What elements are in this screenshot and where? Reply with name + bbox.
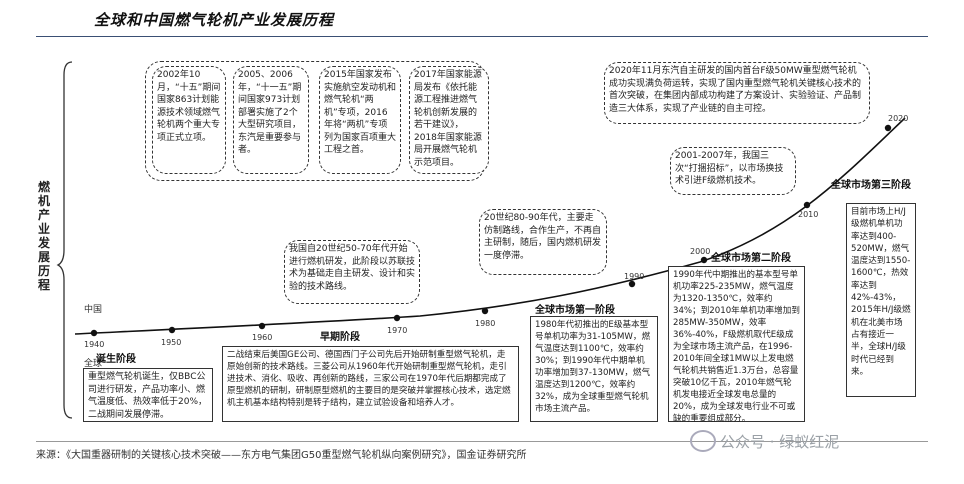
left-brace	[56, 61, 73, 419]
year-label-1950: 1950	[161, 338, 182, 347]
global-box-1990: 1990年代中期推出的基本型号单机功率225-235MW，燃气温度为1320-1…	[668, 266, 805, 424]
year-dot-1990	[628, 280, 636, 288]
watermark: 公众号 · 绿蚁红泥	[690, 430, 839, 452]
watermark-text: 公众号 · 绿蚁红泥	[720, 432, 840, 451]
global-box-early: 二战结束后美国GE公司、德国西门子公司先后开始研制重型燃气轮机，走原始创新的技术…	[222, 346, 519, 422]
china-box-2002: 2002年10月，“十五”期间国家863计划能源技术领域燃气轮机两个重大专项正式…	[152, 66, 226, 174]
stage-global-2: 全球市场第二阶段	[711, 253, 791, 264]
china-box-2017: 2017年国家能源局发布《依托能源工程推进燃气轮机创新发展的若干建议》，2018…	[409, 66, 489, 174]
china-box-5070: 我国自20世纪50-70年代开始进行燃机研发，此阶段以苏联技术为基础走自主研发、…	[284, 240, 420, 304]
china-box-2020: 2020年11月东汽自主研发的国内首台F级50MW重型燃气轮机成功实现满负荷运转…	[604, 62, 870, 124]
china-box-8090: 20世纪80-90年代，主要走仿制路线，合作生产，不再自主研制，随后，国内燃机研…	[479, 209, 607, 275]
year-label-1940: 1940	[84, 340, 105, 349]
year-label-1990: 1990	[624, 272, 645, 281]
year-dot-1980	[481, 307, 489, 315]
year-label-1970: 1970	[387, 326, 408, 335]
year-label-1960: 1960	[252, 333, 273, 342]
year-label-1980: 1980	[475, 319, 496, 328]
row-label-china: 中国	[84, 305, 103, 315]
footer-rule	[36, 441, 928, 442]
vertical-axis-label: 燃机产业发展历程	[38, 180, 51, 292]
year-dot-1960	[258, 322, 266, 330]
year-label-2010: 2010	[798, 210, 819, 219]
wechat-icon	[690, 430, 716, 452]
stage-early: 早期阶段	[320, 332, 360, 343]
stage-global-3: 全球市场第三阶段	[831, 180, 911, 191]
stage-birth: 诞生阶段	[96, 354, 136, 365]
year-dot-2020	[884, 124, 892, 132]
header-rule	[36, 36, 928, 37]
china-box-2005: 2005、2006年，“十一五”期间国家973计划部署实施了2个大型研究项目，东…	[233, 66, 309, 174]
global-box-birth: 重型燃气轮机诞生，仅BBC公司进行研发，产品功率小、燃气温度低、热效率低于20%…	[83, 368, 213, 422]
year-dot-1950	[168, 326, 176, 334]
stage-global-1: 全球市场第一阶段	[535, 305, 615, 316]
year-dot-2010	[803, 201, 811, 209]
year-dot-1940	[90, 329, 98, 337]
china-box-2001: 2001-2007年，我国三次“打捆招标”，以市场换技术引进F级燃机技术。	[670, 147, 796, 195]
year-dot-1970	[393, 314, 401, 322]
page-title: 全球和中国燃气轮机产业发展历程	[94, 11, 335, 29]
source-note: 来源：《大国重器研制的关键核心技术突破——东方电气集团G50重型燃气轮机纵向案例…	[36, 450, 527, 461]
china-box-2015: 2015年国家发布实施航空发动机和燃气轮机“两机”专项，2016年将“两机”专项…	[319, 66, 401, 174]
year-label-2020: 2020	[888, 114, 909, 123]
row-label-global: 全球	[84, 359, 103, 369]
year-dot-2000	[700, 256, 708, 264]
global-box-2020: 目前市场上H/J级燃机单机功率达到400-520MW，燃气温度达到1550-16…	[846, 203, 916, 397]
global-box-1980: 1980年代初推出的E级基本型号单机功率为31-105MW，燃气温度达到1100…	[530, 316, 658, 422]
year-label-2000: 2000	[690, 247, 711, 256]
